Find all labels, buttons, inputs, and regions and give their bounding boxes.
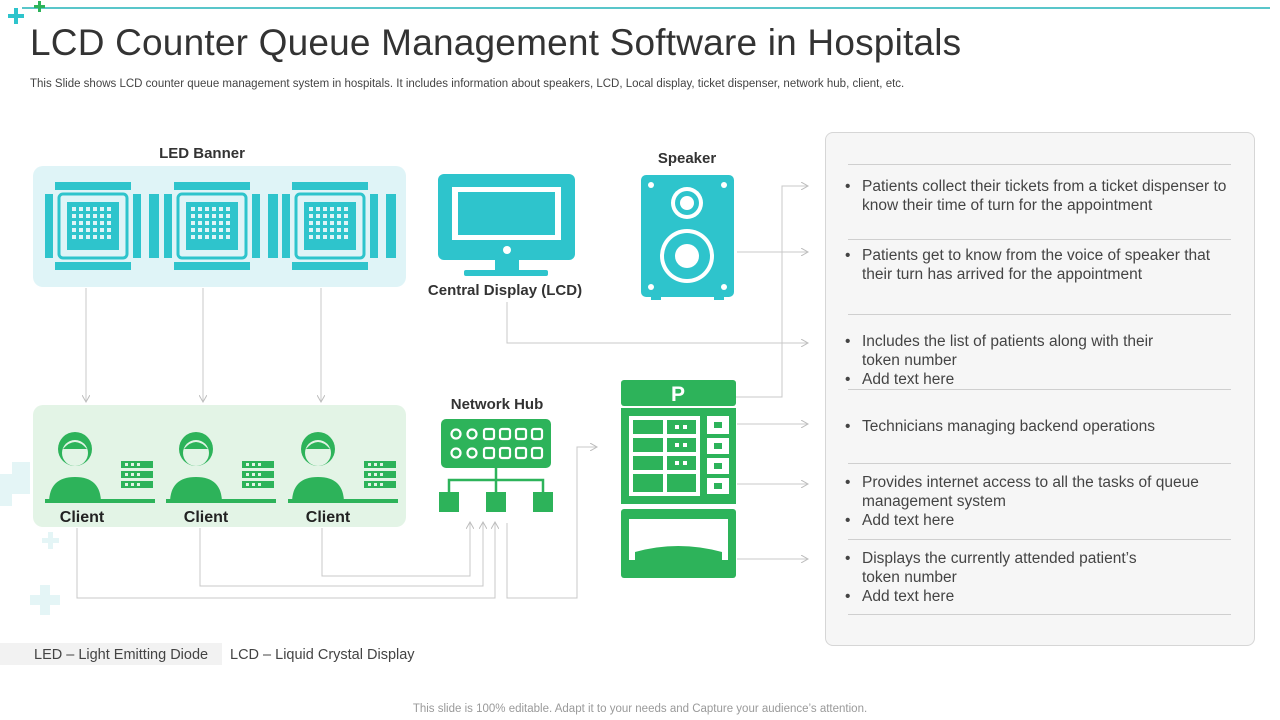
divider (848, 164, 1231, 165)
plus-icon (8, 8, 24, 24)
ticket-dispenser-icon: P (621, 380, 736, 578)
note-line: their turn has arrived for the appointme… (862, 266, 1143, 283)
note-line: token number (862, 352, 957, 369)
divider (848, 239, 1231, 240)
monitor-icon (438, 174, 575, 276)
dispenser-letter: P (671, 383, 685, 406)
abbr-led: LED – Light Emitting Diode (34, 647, 209, 663)
speaker-icon (641, 175, 734, 300)
abbr-lcd: LCD – Liquid Crystal Display (230, 647, 415, 663)
note-extra: Add text here (862, 512, 955, 529)
note-item: •Provides internet access to all the tas… (845, 474, 1199, 529)
divider (848, 314, 1231, 315)
note-item: •Technicians managing backend operations (845, 418, 1155, 435)
note-line: Provides internet access to all the task… (862, 474, 1199, 491)
note-item: •Includes the list of patients along wit… (845, 333, 1154, 388)
page-subtitle: This Slide shows LCD counter queue manag… (30, 78, 905, 90)
note-line: token number (862, 569, 957, 586)
abbr-background (0, 643, 222, 665)
page-title: LCD Counter Queue Management Software in… (30, 22, 962, 63)
network-hub-icon (439, 419, 553, 512)
note-item: •Patients get to know from the voice of … (845, 247, 1211, 283)
client-label: Client (305, 509, 351, 526)
bg-decoration (0, 462, 60, 615)
speaker-label: Speaker (657, 150, 717, 167)
client-label: Client (183, 509, 229, 526)
note-line: management system (862, 493, 1006, 510)
note-extra: Add text here (862, 588, 955, 605)
footer-note: This slide is 100% editable. Adapt it to… (412, 703, 868, 715)
top-decoration (8, 1, 1270, 24)
led-banner-label: LED Banner (159, 145, 245, 162)
note-item: •Displays the currently attended patient… (845, 550, 1137, 605)
client-label: Client (59, 509, 105, 526)
divider (848, 389, 1231, 390)
note-line: Displays the currently attended patient’… (862, 550, 1137, 567)
note-line: know their time of turn for the appointm… (862, 197, 1153, 214)
note-line: Technicians managing backend operations (862, 418, 1155, 435)
note-extra: Add text here (862, 371, 955, 388)
plus-icon-small (34, 1, 45, 12)
note-line: Patients collect their tickets from a ti… (862, 178, 1227, 195)
diagram: P (33, 166, 820, 599)
divider (848, 463, 1231, 464)
divider (848, 539, 1231, 540)
note-line: Patients get to know from the voice of s… (862, 247, 1211, 264)
note-line: Includes the list of patients along with… (862, 333, 1154, 350)
divider (848, 614, 1231, 615)
note-item: •Patients collect their tickets from a t… (845, 178, 1227, 214)
network-hub-label: Network Hub (450, 396, 544, 413)
central-display-label: Central Display (LCD) (427, 282, 583, 299)
